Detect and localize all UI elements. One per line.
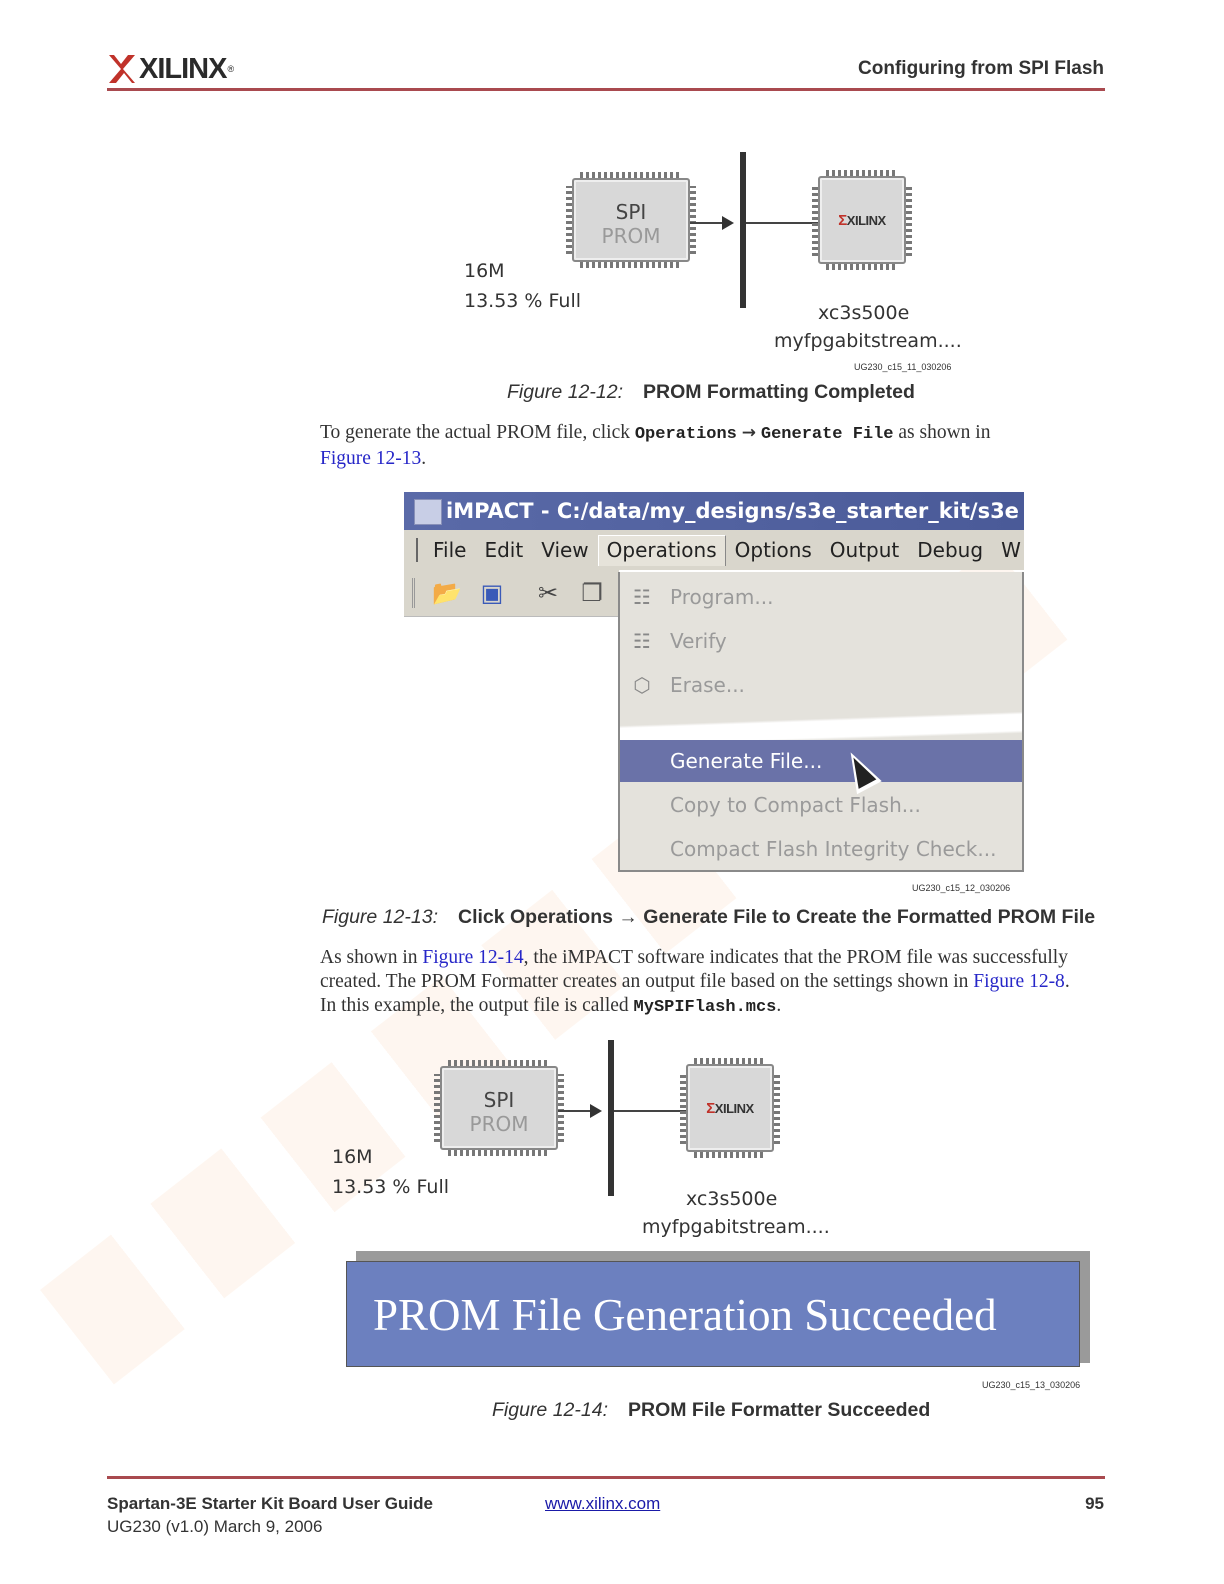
doc-version: UG230 (v1.0) March 9, 2006: [107, 1517, 323, 1536]
menu-item-generate-file[interactable]: Generate File...: [620, 740, 1022, 782]
menu-bar: File Edit View Operations Options Output…: [404, 530, 1024, 570]
erase-icon: ⬡: [633, 673, 651, 697]
chip-label-spi: SPI: [483, 1088, 515, 1112]
code-generate-file: Generate File: [760, 425, 894, 444]
arrow-head-icon: [590, 1104, 602, 1118]
toolbar: 📂 ▣ ✂ ❐: [404, 570, 619, 617]
prom-fill-label: 13.53 % Full: [464, 290, 582, 312]
save-icon[interactable]: ▣: [480, 579, 504, 607]
fpga-device-label: xc3s500e: [818, 302, 910, 324]
link-figure-12-14[interactable]: Figure 12-14: [422, 947, 524, 968]
cut-icon[interactable]: ✂: [537, 579, 559, 607]
figure-id: UG230_c15_12_030206: [912, 883, 1011, 893]
bitstream-label: myfpgabitstream....: [774, 330, 962, 352]
prom-link-arrow: [690, 222, 732, 224]
footer-rule: [107, 1476, 1105, 1479]
chip-label-prom: PROM: [601, 224, 661, 248]
figure-title: PROM Formatting Completed: [642, 381, 915, 403]
figure-number: Figure 12-13:: [322, 906, 438, 928]
paragraph-generate-file: To generate the actual PROM file, click …: [320, 422, 991, 469]
prom-link-arrow: [558, 1110, 600, 1112]
toolbar-grip: [412, 578, 427, 608]
menu-item-compact-flash-check[interactable]: Compact Flash Integrity Check...: [670, 837, 997, 861]
fpga-link: [746, 222, 818, 224]
verify-icon: ☷: [633, 629, 651, 653]
xilinx-logo: XILINX®: [107, 52, 234, 86]
open-folder-icon[interactable]: 📂: [432, 579, 462, 607]
header-rule: [107, 88, 1105, 91]
prom-size-label: 16M: [464, 260, 505, 282]
copy-icon[interactable]: ❐: [581, 579, 603, 607]
link-figure-12-8[interactable]: Figure 12-8: [973, 971, 1065, 992]
prom-size-label: 16M: [332, 1146, 373, 1168]
figure-caption-12-14: Figure 12-14: PROM File Formatter Succeed…: [492, 1399, 930, 1422]
fpga-chip: ΣXILINX: [680, 1058, 780, 1158]
logo-registered-mark: ®: [227, 64, 235, 74]
xilinx-mark-icon: [109, 55, 135, 83]
window-title: iMPACT - C:/data/my_designs/s3e_starter_…: [446, 499, 1019, 523]
jtag-bus: [740, 152, 746, 308]
fpga-chip: ΣXILINX: [812, 170, 912, 270]
figure-number: Figure 12-12:: [507, 381, 623, 403]
chip-label-prom: PROM: [469, 1112, 529, 1136]
figure-title: Click Operations → Generate File to Crea…: [457, 906, 1096, 928]
impact-app-icon: [414, 499, 442, 525]
figure-caption-12-12: Figure 12-12: PROM Formatting Completed: [507, 381, 915, 404]
figure-caption-12-13: Figure 12-13: Click Operations → Generate…: [322, 906, 1095, 929]
code-operations: Operations: [634, 425, 737, 444]
chip-label-spi: SPI: [615, 200, 647, 224]
menu-operations[interactable]: Operations: [597, 534, 726, 566]
menu-options[interactable]: Options: [734, 538, 812, 562]
figure-id: UG230_c15_13_030206: [982, 1380, 1081, 1390]
success-banner: PROM File Generation Succeeded: [346, 1251, 1090, 1369]
menu-item-copy-compact-flash[interactable]: Copy to Compact Flash...: [670, 793, 921, 817]
section-title: Configuring from SPI Flash: [858, 58, 1104, 79]
spi-prom-chip: SPI PROM: [434, 1060, 564, 1156]
figure-id: UG230_c15_11_030206: [854, 362, 952, 372]
fpga-chip-logo: ΣXILINX: [706, 1100, 754, 1117]
menu-item-verify[interactable]: ☷Verify: [620, 620, 1022, 662]
fpga-device-label: xc3s500e: [686, 1188, 778, 1210]
menu-item-erase[interactable]: ⬡Erase...: [620, 664, 1022, 706]
code-output-file: MySPIFlash.mcs: [633, 998, 777, 1017]
figure-number: Figure 12-14:: [492, 1399, 608, 1421]
menu-app-icon: [416, 538, 418, 562]
bitstream-label: myfpgabitstream....: [642, 1216, 830, 1238]
arrow-head-icon: [722, 216, 734, 230]
paragraph-prom-success: As shown in Figure 12-14, the iMPACT sof…: [320, 947, 1070, 1017]
menu-edit[interactable]: Edit: [484, 538, 524, 562]
fpga-chip-logo: ΣXILINX: [838, 212, 886, 229]
prom-fill-label: 13.53 % Full: [332, 1176, 450, 1198]
figure-title: PROM File Formatter Succeeded: [627, 1399, 931, 1421]
menu-output[interactable]: Output: [829, 538, 900, 562]
menu-view[interactable]: View: [541, 538, 589, 562]
menu-item-program[interactable]: ☷Program...: [620, 576, 1022, 618]
menu-window[interactable]: W: [1001, 538, 1021, 562]
xilinx-url-link[interactable]: www.xilinx.com: [545, 1494, 661, 1513]
logo-text: XILINX: [139, 52, 227, 85]
menu-file[interactable]: File: [433, 538, 467, 562]
menu-debug[interactable]: Debug: [917, 538, 984, 562]
arrow-glyph: →: [741, 423, 757, 443]
impact-window: iMPACT - C:/data/my_designs/s3e_starter_…: [404, 492, 1024, 876]
page-number: 95: [1085, 1494, 1104, 1513]
torn-edge: [620, 704, 1022, 744]
fpga-link: [614, 1110, 686, 1112]
jtag-bus: [608, 1040, 614, 1196]
link-figure-12-13[interactable]: Figure 12-13: [320, 448, 422, 469]
prom-diagram-1: SPI PROM ΣXILINX 16M 13.53 % Full xc3s50…: [460, 150, 980, 380]
banner-message: PROM File Generation Succeeded: [346, 1261, 1080, 1367]
guide-title: Spartan-3E Starter Kit Board User Guide: [107, 1494, 433, 1513]
spi-prom-chip: SPI PROM: [566, 172, 696, 268]
operations-dropdown: ☷Program... ☷Verify ⬡Erase... Generate F…: [618, 572, 1024, 872]
window-titlebar: iMPACT - C:/data/my_designs/s3e_starter_…: [404, 492, 1024, 530]
program-icon: ☷: [633, 585, 651, 609]
prom-diagram-2: SPI PROM ΣXILINX 16M 13.53 % Full xc3s50…: [328, 1040, 848, 1270]
